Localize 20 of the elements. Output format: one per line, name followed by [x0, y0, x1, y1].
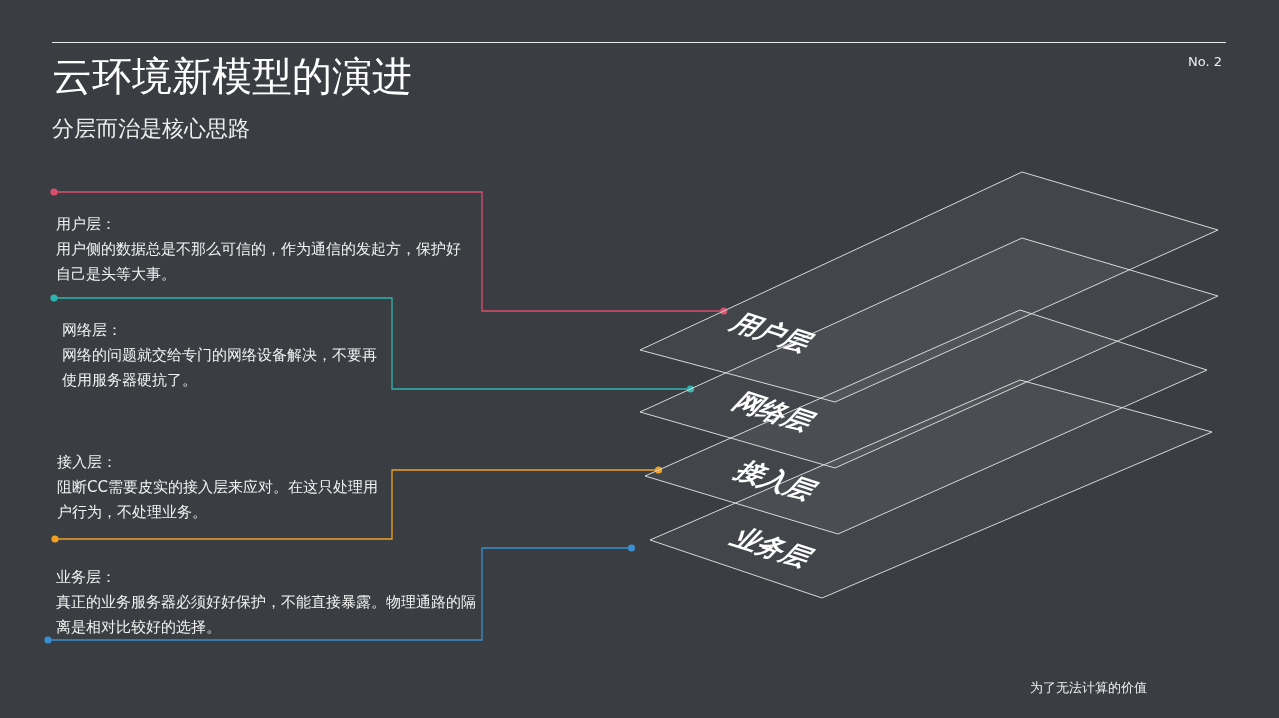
- layer-description: 网络的问题就交给专门的网络设备解决，不要再使用服务器硬抗了。: [62, 345, 378, 391]
- layer-description: 用户侧的数据总是不那么可信的，作为通信的发起方，保护好自己是头等大事。: [56, 239, 462, 285]
- layer-heading: 接入层：: [57, 452, 118, 473]
- layer-description: 真正的业务服务器必须好好保护，不能直接暴露。物理通路的隔离是相对比较好的选择。: [56, 592, 477, 638]
- layer-description: 阻断CC需要皮实的接入层来应对。在这只处理用户行为，不处理业务。: [57, 477, 379, 523]
- plane-label: 用户层: [723, 307, 822, 359]
- leader-line: [50, 188, 728, 315]
- page-number: No. 2: [1188, 54, 1222, 69]
- slide-title: 云环境新模型的演进: [52, 52, 412, 101]
- layer-heading: 网络层：: [62, 320, 123, 341]
- plane-label: 网络层: [725, 386, 824, 438]
- leader-line: [51, 466, 663, 543]
- layer-heading: 用户层：: [56, 214, 117, 235]
- plane-label: 业务层: [723, 522, 822, 574]
- leader-line: [50, 294, 695, 393]
- slide-subtitle: 分层而治是核心思路: [52, 115, 250, 143]
- layer-heading: 业务层：: [56, 567, 117, 588]
- slogan-text: 为了无法计算的价值: [1030, 679, 1147, 697]
- leader-line: [44, 544, 636, 644]
- plane-label: 接入层: [727, 455, 826, 507]
